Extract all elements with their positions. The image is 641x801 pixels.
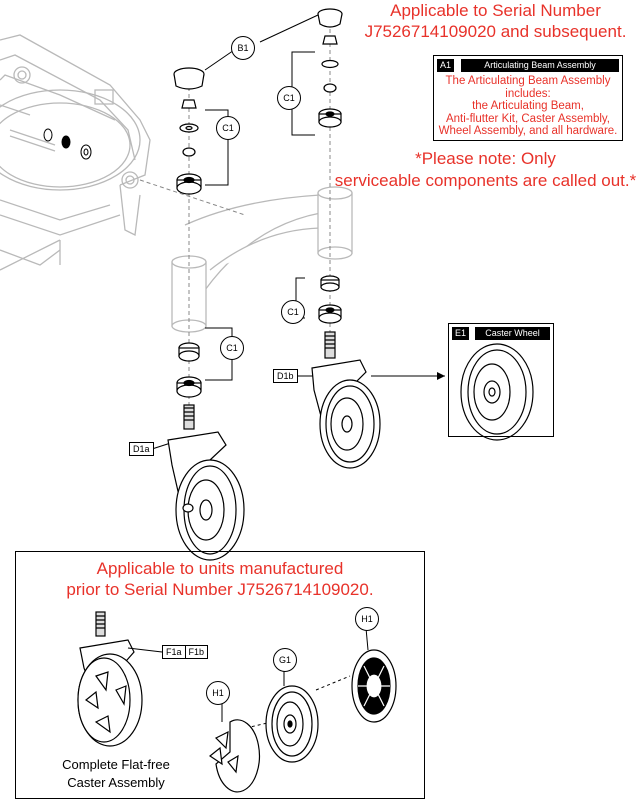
callout-h1-left: H1 [206,681,230,705]
callout-c1-right-upper: C1 [277,86,301,110]
callout-b1: B1 [231,36,255,60]
legacy-hub-h1-right [351,649,397,723]
legacy-caster [77,611,143,747]
label-d1b: D1b [273,369,298,383]
callout-c1-left-lower: C1 [220,336,244,360]
service-note-line2: serviceable components are called out.* [334,171,637,190]
articulating-beam [171,186,353,333]
caster-wheel-tag: E1 [452,327,470,340]
callout-g1: G1 [273,648,297,672]
serviceable-components-note: *Please note: Only serviceable component… [330,148,641,192]
right-hardware-stack [317,8,343,324]
legacy-caption: Complete Flat-free Caster Assembly [36,756,196,792]
serial-note-line2: J7526714109020 and subsequent. [364,22,627,41]
left-hardware-stack [173,67,205,398]
assembly-desc-line5: Wheel Assembly, and all hardware. [438,125,618,137]
assembly-desc-line4: Anti-flutter Kit, Caster Assembly, [445,112,611,125]
service-note-line1: *Please note: Only [415,149,556,168]
legacy-caption-line1: Complete Flat-free [62,757,170,772]
legacy-caption-line2: Caster Assembly [67,775,165,790]
assembly-info-box: A1 Articulating Beam Assembly The Articu… [433,55,623,141]
caster-wheel-title: Caster Wheel [475,327,550,340]
assembly-desc-line2: includes: [505,87,551,100]
assembly-tag: A1 [437,59,455,72]
label-d1a: D1a [129,442,154,456]
label-f1b: F1b [188,647,205,657]
callout-c1-left-upper: C1 [216,116,240,140]
label-f1-group: F1a F1b [162,645,209,659]
assembly-desc-line3: the Articulating Beam, [472,100,584,112]
serial-applicability-note: Applicable to Serial Number J75267141090… [350,0,641,42]
callout-h1-right: H1 [355,607,379,631]
legacy-wheel-g1 [265,685,319,763]
serial-note-line1: Applicable to Serial Number [390,1,601,20]
legacy-heading-line2: prior to Serial Number J7526714109020. [66,580,374,599]
legacy-hub-h1-left [208,719,261,793]
chassis-frame [0,34,151,271]
assembly-description: The Articulating Beam Assembly includes:… [434,75,622,138]
caster-d1b [311,331,381,469]
caster-wheel-box: E1 Caster Wheel [448,323,554,437]
assembly-title: Articulating Beam Assembly [461,59,619,72]
label-f1a: F1a [163,646,186,658]
assembly-desc-line1: The Articulating Beam Assembly [445,75,611,87]
legacy-heading: Applicable to units manufactured prior t… [16,558,424,600]
legacy-units-box: Applicable to units manufactured prior t… [15,551,425,799]
caster-d1a [167,404,245,561]
legacy-heading-line1: Applicable to units manufactured [96,559,344,578]
callout-c1-right-lower: C1 [281,300,305,324]
caster-wheel-illustration [460,343,534,441]
